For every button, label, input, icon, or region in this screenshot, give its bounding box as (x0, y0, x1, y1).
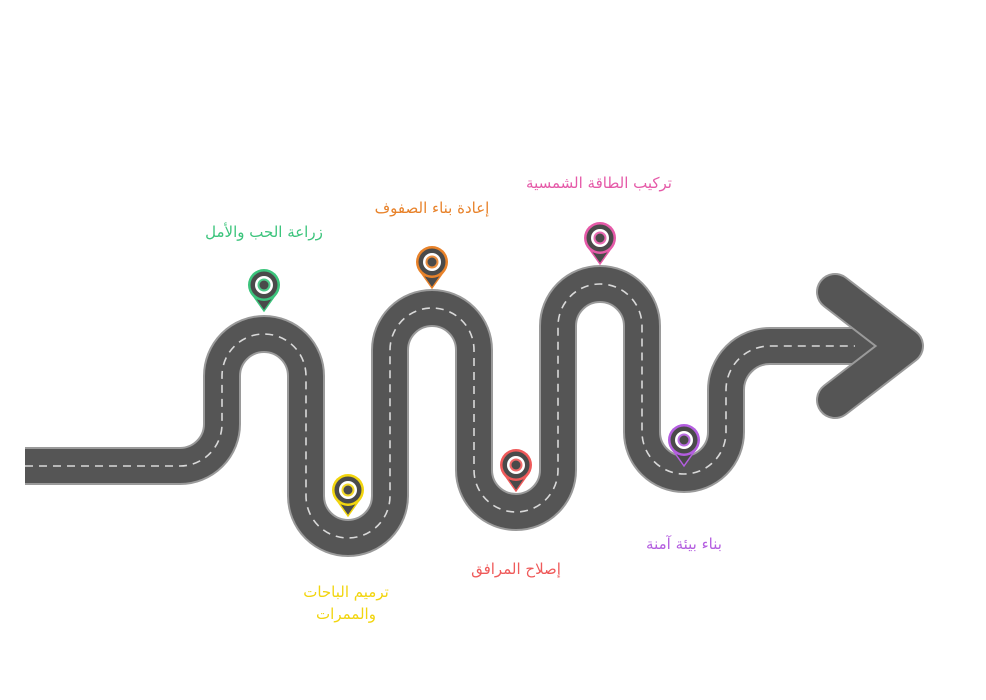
milestone-label-5: تركيب الطاقة الشمسية (526, 174, 672, 192)
milestone-label-1: زراعة الحب والأمل (205, 223, 323, 241)
map-pin-icon (668, 424, 700, 468)
milestone-label-2: ترميم الباحات والممرات (303, 583, 389, 623)
milestone-label-3: إعادة بناء الصفوف (374, 199, 490, 217)
milestone-label-4: إصلاح المرافق (471, 560, 561, 578)
map-pin-icon (332, 474, 364, 518)
map-pin-icon (500, 449, 532, 493)
road (25, 265, 924, 557)
map-pin-icon (584, 222, 616, 266)
map-pin-icon (248, 269, 280, 313)
milestone-label-6: بناء بيئة آمنة (646, 535, 722, 553)
arrow-head (818, 275, 922, 417)
map-pin-icon (416, 246, 448, 290)
road-center-dashes (25, 283, 855, 539)
